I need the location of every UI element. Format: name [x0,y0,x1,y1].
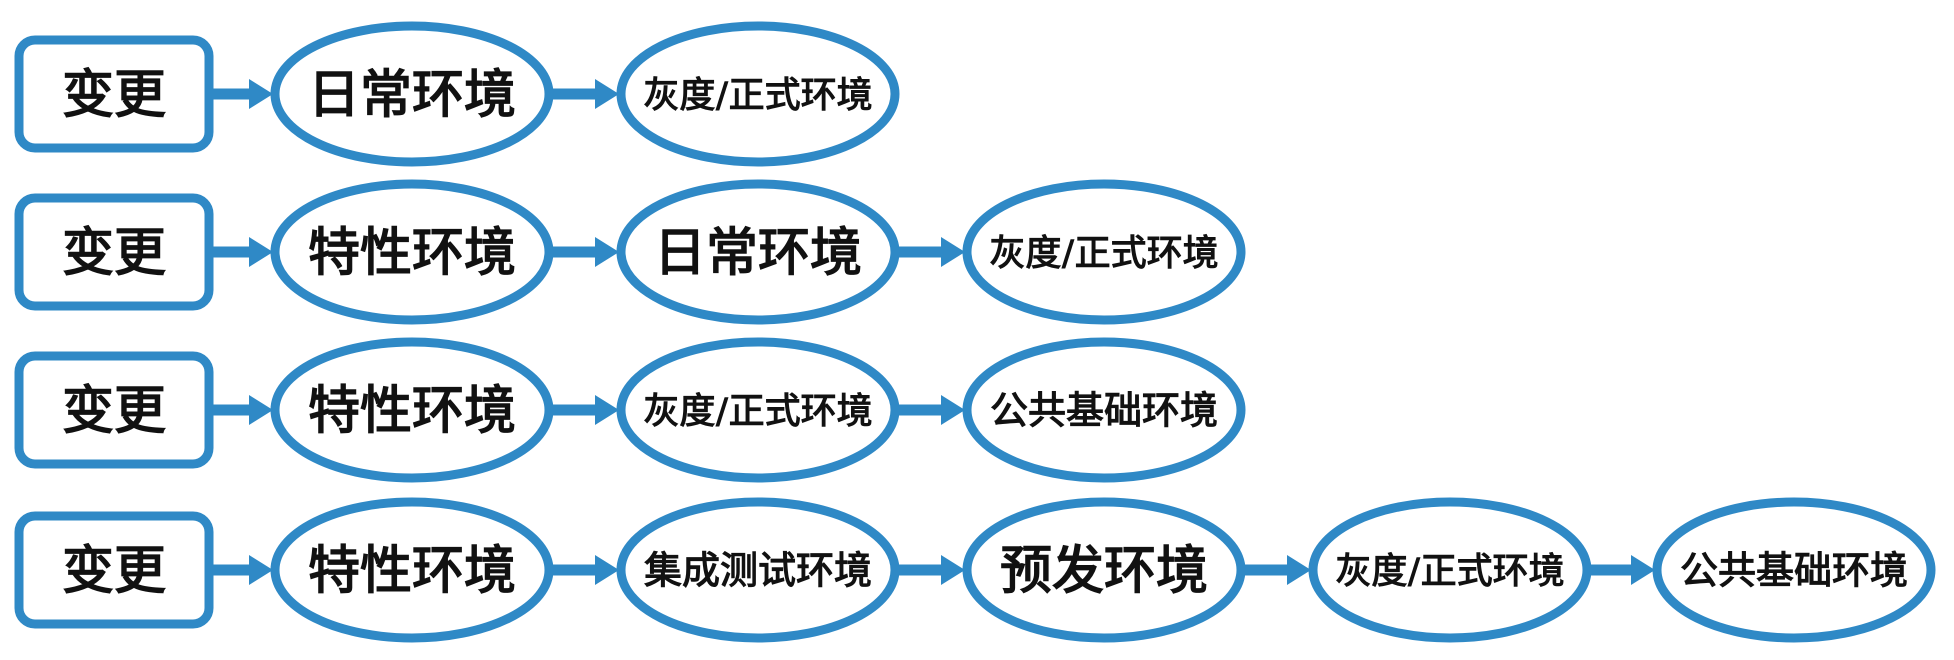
flow-arrow [551,395,619,425]
environment-node: 公共基础环境 [1652,497,1936,643]
node-label: 变更 [62,382,167,442]
node-label: 变更 [62,542,167,602]
flow-arrow [897,555,965,585]
node-label: 预发环境 [1000,542,1208,602]
environment-node: 灰度/正式环境 [1308,497,1592,643]
change-box: 变更 [14,511,214,629]
flow-arrow [211,237,273,267]
flow-arrow [211,79,273,109]
node-label: 特性环境 [308,542,516,602]
node-label: 集成测试环境 [643,549,872,593]
node-label: 日常环境 [308,66,516,126]
flow-row-2: 变更 特性环境 日常环境 灰度/正式环境 [14,179,1246,325]
environment-node: 特性环境 [270,497,554,643]
flow-arrow [211,395,273,425]
environment-node: 灰度/正式环境 [616,21,900,167]
environment-node: 特性环境 [270,337,554,483]
environment-node: 日常环境 [616,179,900,325]
node-label: 公共基础环境 [1680,549,1908,593]
flow-arrow [211,555,273,585]
environment-node: 集成测试环境 [616,497,900,643]
flow-arrow [551,555,619,585]
flow-arrow [1243,555,1311,585]
flow-arrow [551,237,619,267]
flow-arrow [897,237,965,267]
node-label: 日常环境 [654,224,862,284]
change-box: 变更 [14,35,214,153]
flow-arrow [551,79,619,109]
flow-row-4: 变更 特性环境 集成测试环境 预发环境 灰度/正式环境 公共基础环境 [14,497,1936,643]
flow-arrow [1589,555,1655,585]
flow-arrow [897,395,965,425]
node-label: 变更 [62,66,167,126]
environment-node: 灰度/正式环境 [962,179,1246,325]
environment-node: 预发环境 [962,497,1246,643]
node-label: 灰度/正式环境 [643,391,872,432]
node-label: 变更 [62,224,167,284]
flow-row-3: 变更 特性环境 灰度/正式环境 公共基础环境 [14,337,1246,483]
environment-node: 特性环境 [270,179,554,325]
flow-row-1: 变更 日常环境 灰度/正式环境 [14,21,900,167]
change-box: 变更 [14,193,214,311]
node-label: 特性环境 [308,224,516,284]
node-label: 特性环境 [308,382,516,442]
environment-node: 灰度/正式环境 [616,337,900,483]
environment-node: 公共基础环境 [962,337,1246,483]
node-label: 灰度/正式环境 [1335,551,1564,592]
node-label: 灰度/正式环境 [643,75,872,116]
node-label: 灰度/正式环境 [989,233,1218,274]
node-label: 公共基础环境 [990,389,1218,433]
change-box: 变更 [14,351,214,469]
environment-node: 日常环境 [270,21,554,167]
